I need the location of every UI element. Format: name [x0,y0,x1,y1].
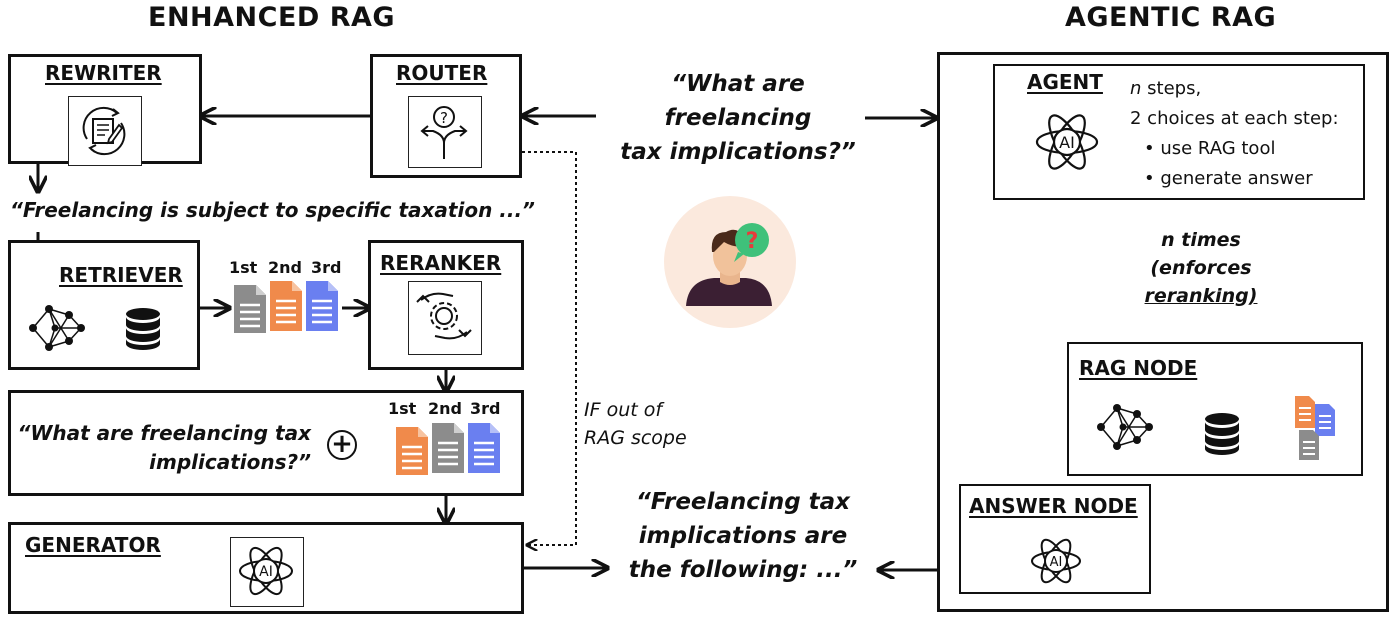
final-answer: “Freelancing tax implications are the fo… [612,485,874,587]
agent-n-steps-italic: n [1130,78,1142,99]
rag-node-box: RAG NODE [1067,342,1363,476]
augmented-query-line1: “What are freelancing tax [17,421,311,445]
aug-rank-label-2: 2nd [428,399,462,418]
retriever-box: RETRIEVER [8,240,200,370]
rank-label-2: 2nd [268,258,302,277]
ranked-documents-ragnode [1295,396,1335,460]
loop-line1: n times [1161,229,1241,251]
document-icon [306,281,338,331]
loop-line2: (enforces [1150,257,1252,279]
document-icon [1315,404,1335,436]
agent-label: AGENT [1027,70,1103,94]
loop-line3: reranking) [1144,285,1258,307]
rewriter-box: REWRITER [8,54,202,166]
document-icon [396,427,428,475]
rewrite-icon [68,96,142,166]
augmented-query-line2: implications?” [149,450,311,474]
out-of-scope-line2: RAG scope [584,427,687,449]
router-icon: ? [408,96,482,168]
agent-description: n steps, 2 choices at each step: • use R… [1130,78,1339,189]
heading-enhanced-rag: ENHANCED RAG [148,2,396,33]
agent-steps-text: steps, [1141,78,1202,99]
final-answer-line2: implications are [638,523,848,549]
retriever-label: RETRIEVER [59,263,183,287]
ai-icon: AI [1031,538,1081,584]
aug-rank-label-3: 3rd [470,399,501,418]
network-icon [29,305,85,351]
final-answer-line3: the following: ...” [628,557,858,583]
out-of-scope-label: IF out of RAG scope [584,396,687,452]
document-icon [234,285,266,333]
svg-text:?: ? [440,109,448,127]
answer-node-box: ANSWER NODE AI [959,484,1151,594]
ai-icon: AI [1035,114,1099,170]
generator-box: GENERATOR AI [8,522,524,614]
user-question-line2: freelancing [664,105,812,131]
aug-rank-label-1: 1st [388,399,417,418]
loop-label: n times (enforces reranking) [1136,226,1266,310]
augmented-query-text: “What are freelancing tax implications?” [11,419,311,477]
document-icon [432,423,464,473]
rank-label-3: 3rd [311,258,342,277]
rewritten-query-text: “Freelancing is subject to specific taxa… [10,198,535,222]
choice-use-rag-tool: use RAG tool [1160,138,1276,159]
dotted-bypass-line [522,151,577,545]
router-label: ROUTER [396,61,488,85]
rewriter-label: REWRITER [45,61,162,85]
document-icon [1299,430,1319,460]
svg-text:AI: AI [1059,133,1075,152]
document-icon [468,423,500,473]
generator-label: GENERATOR [25,533,161,557]
augmented-query-box: “What are freelancing tax implications?”… [8,390,524,496]
user-question-line1: “What are [671,71,805,97]
out-of-scope-line1: IF out of [584,399,663,421]
document-icon [1295,396,1315,428]
choice-generate-answer: generate answer [1160,168,1313,189]
bubble-question-mark: ? [746,229,759,254]
database-icon [1205,413,1239,455]
final-answer-line1: “Freelancing tax [635,489,851,515]
document-icon [270,281,302,331]
svg-text:AI: AI [1050,555,1063,570]
rank-label-1: 1st [229,258,258,277]
reranker-label: RERANKER [380,251,502,275]
reranker-icon [408,281,482,355]
network-icon [1097,404,1153,450]
person-icon: ? [664,196,796,328]
database-icon [126,308,160,350]
ai-icon: AI [230,537,304,607]
agent-choices-heading: 2 choices at each step: [1130,108,1339,129]
ranked-documents-retriever [232,281,344,339]
user-question-line3: tax implications?” [620,139,856,165]
reranker-box: RERANKER [368,240,524,370]
router-box: ROUTER ? [370,54,522,178]
answer-node-label: ANSWER NODE [969,494,1138,518]
user-question: “What are freelancing tax implications?” [614,67,862,169]
ranked-documents-augmented [394,423,506,481]
plus-icon: + [327,430,357,460]
svg-text:AI: AI [259,564,273,580]
rag-node-label: RAG NODE [1079,356,1198,380]
agent-box: AGENT AI n steps, 2 choices at each step… [993,64,1365,200]
heading-agentic-rag: AGENTIC RAG [1065,2,1277,33]
